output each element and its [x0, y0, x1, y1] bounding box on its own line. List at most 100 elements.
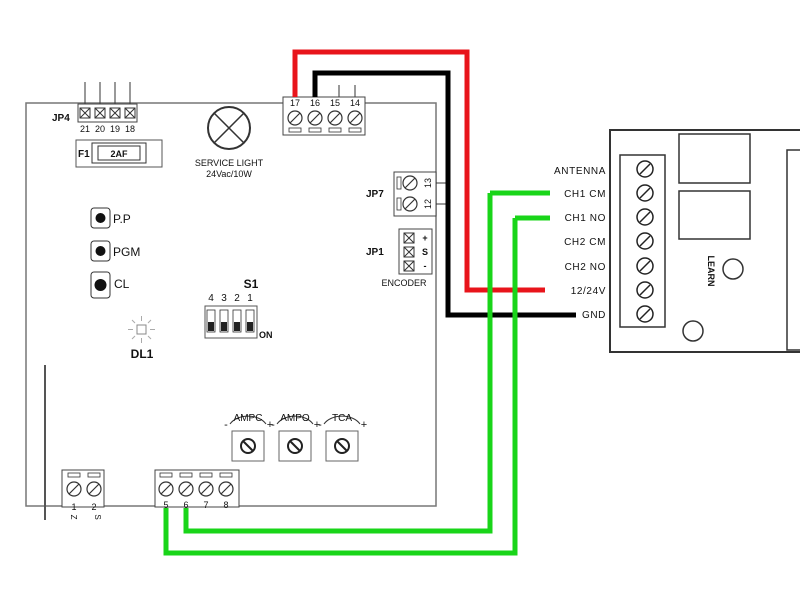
- jp7-connector: JP7 13 12: [366, 171, 446, 217]
- jp1-caption: ENCODER: [381, 278, 427, 288]
- terminal-screw-icon: [636, 305, 654, 323]
- terminal-screw-icon: [636, 232, 654, 250]
- trimmer-tca[interactable]: - + TCA: [318, 413, 367, 462]
- jp4-pin: [124, 107, 136, 119]
- green-wire-ch1-no: [163, 218, 518, 556]
- receiver-terminal-label: CH1 CM: [564, 189, 606, 200]
- bottom-right-terminal-number: 5: [163, 500, 168, 510]
- pgm-button[interactable]: PGM: [90, 240, 140, 262]
- jp1-label: JP1: [366, 247, 384, 258]
- s1-label: S1: [244, 277, 259, 291]
- top-terminal-number: 16: [310, 98, 320, 108]
- bottom-left-terminal-mark: Z: [69, 515, 78, 520]
- jp4-terminal-number: 18: [125, 124, 135, 134]
- terminal-screw-icon: [636, 160, 654, 178]
- trimmer-label: AMPC: [234, 413, 263, 424]
- top-terminal-block: 17 16 15 14: [282, 85, 366, 136]
- terminal-screw-icon: [178, 481, 194, 497]
- top-terminal-number: 17: [290, 98, 300, 108]
- trimmer-plus-sign: +: [361, 419, 367, 431]
- trimmer-label: AMPO: [280, 413, 310, 424]
- receiver-edge-board: [786, 149, 800, 351]
- trimmer-minus-sign: -: [271, 419, 275, 431]
- top-terminal-number: 15: [330, 98, 340, 108]
- jp4-terminal-number: 21: [80, 124, 90, 134]
- pp-button-label: P.P: [113, 212, 131, 226]
- trimmer-minus-sign: -: [224, 419, 228, 431]
- s1-switch-number: 3: [221, 293, 227, 304]
- receiver-mounting-hole: [682, 320, 704, 342]
- jp4-terminal-number: 19: [110, 124, 120, 134]
- learn-label: LEARN: [706, 256, 716, 287]
- bottom-left-terminal-number: 2: [91, 502, 96, 512]
- led-label: DL1: [131, 347, 154, 361]
- control-board: [25, 102, 437, 507]
- pgm-button-label: PGM: [113, 245, 140, 259]
- jp4-label: JP4: [52, 113, 70, 124]
- trimmer-label: TCA: [332, 413, 352, 424]
- s1-dip-switch[interactable]: S1 4 3 2 1 ON: [204, 277, 273, 340]
- led-dl1-icon: [128, 316, 155, 343]
- trimmer-ampo[interactable]: - + AMPO: [271, 413, 320, 462]
- jp7-terminal-number: 13: [423, 178, 433, 188]
- trimmer-ampc[interactable]: - + AMPC: [224, 413, 273, 462]
- terminal-screw-icon: [347, 110, 363, 126]
- learn-button[interactable]: LEARN: [706, 256, 744, 287]
- fuse-value: 2AF: [110, 149, 128, 159]
- jp7-terminal-number: 12: [423, 199, 433, 209]
- cl-button[interactable]: CL: [90, 271, 130, 299]
- receiver-terminal-label: 12/24V: [571, 286, 606, 297]
- receiver-terminal-label: GND: [582, 310, 606, 321]
- bottom-right-terminal-number: 8: [223, 500, 228, 510]
- receiver-relay-2: [678, 190, 751, 240]
- pp-button[interactable]: P.P: [90, 207, 131, 229]
- trimmer-plus-sign: +: [267, 419, 273, 431]
- receiver-terminal-label: CH1 NO: [565, 213, 606, 224]
- terminal-screw-icon: [218, 481, 234, 497]
- s1-switch-number: 1: [247, 293, 253, 304]
- receiver-relay-1: [678, 133, 751, 184]
- bottom-right-terminal-number: 7: [203, 500, 208, 510]
- receiver-terminal-label: ANTENNA: [554, 166, 606, 177]
- green-wire-ch1-cm: [183, 193, 493, 534]
- s1-switch-number: 4: [208, 293, 214, 304]
- terminal-screw-icon: [636, 208, 654, 226]
- bottom-left-terminal-number: 1: [71, 502, 76, 512]
- trimmer-plus-sign: +: [314, 419, 320, 431]
- bottom-left-terminal-block: 1 2 Z S: [61, 469, 105, 520]
- jp4-pin: [94, 107, 106, 119]
- service-light-rating: 24Vac/10W: [206, 169, 252, 179]
- cl-button-label: CL: [114, 277, 130, 291]
- terminal-screw-icon: [636, 281, 654, 299]
- bottom-right-terminal-number: 6: [183, 500, 188, 510]
- jp1-signal: -: [424, 261, 427, 271]
- red-wire: [292, 49, 545, 293]
- fuse-label: F1: [78, 149, 90, 160]
- terminal-screw-icon: [636, 257, 654, 275]
- jp1-encoder-connector: JP1 + S - ENCODER: [366, 228, 433, 288]
- jp1-signal: +: [422, 233, 427, 243]
- fuse-f1: F1 2AF: [75, 139, 163, 168]
- service-light-title: SERVICE LIGHT: [195, 158, 264, 168]
- jp1-signal: S: [422, 247, 428, 257]
- receiver-terminal-label: CH2 NO: [565, 262, 606, 273]
- bottom-right-terminal-block: 5 6 7 8: [154, 469, 240, 510]
- terminal-screw-icon: [636, 184, 654, 202]
- jp4-pin: [79, 107, 91, 119]
- s1-switch-number: 2: [234, 293, 240, 304]
- terminal-screw-icon: [327, 110, 343, 126]
- receiver-terminal-label: CH2 CM: [564, 237, 606, 248]
- service-light-lamp-icon: [207, 106, 251, 150]
- bottom-left-terminal-mark: S: [93, 514, 102, 519]
- terminal-screw-icon: [307, 110, 323, 126]
- jp4-pin: [109, 107, 121, 119]
- jp7-label: JP7: [366, 189, 384, 200]
- trimmer-minus-sign: -: [318, 419, 322, 431]
- terminal-screw-icon: [198, 481, 214, 497]
- top-terminal-number: 14: [350, 98, 360, 108]
- jp4-terminal-number: 20: [95, 124, 105, 134]
- terminal-screw-icon: [287, 110, 303, 126]
- jp4-connector: JP4 21 20 19 18: [52, 82, 138, 134]
- terminal-screw-icon: [158, 481, 174, 497]
